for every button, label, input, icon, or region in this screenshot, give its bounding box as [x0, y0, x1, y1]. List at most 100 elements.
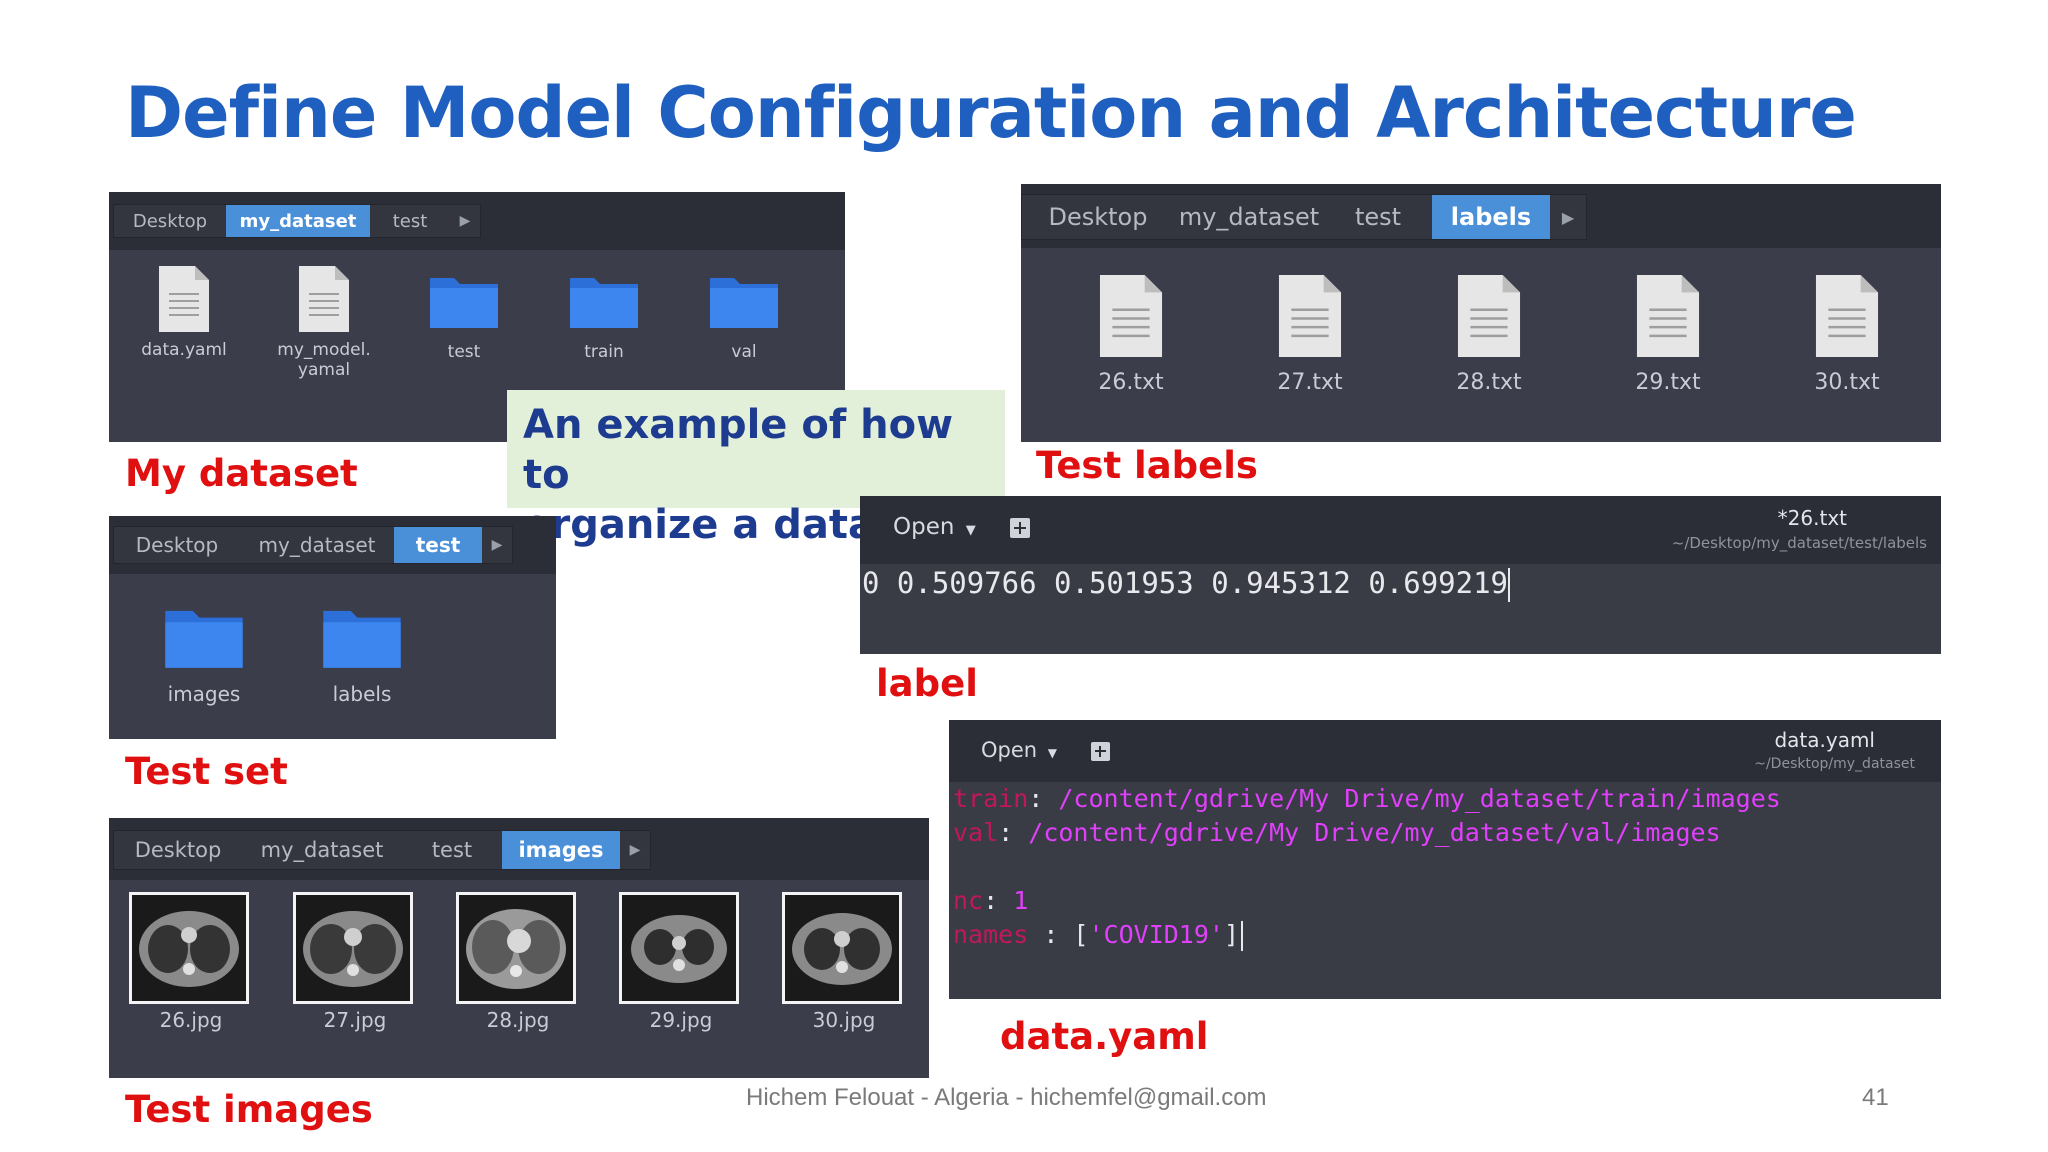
- folder-name: labels: [332, 682, 392, 706]
- chevron-right-icon[interactable]: ▶: [459, 213, 471, 229]
- folder-icon: [165, 610, 243, 668]
- file-item[interactable]: 29.txt: [1598, 272, 1738, 395]
- breadcrumb: Desktop my_dataset test images ▶: [113, 830, 651, 870]
- file-item[interactable]: 27.txt: [1240, 272, 1380, 395]
- file-name: 28.txt: [1456, 370, 1522, 395]
- editor-path: ~/Desktop/my_dataset: [1754, 756, 1915, 772]
- folder-item[interactable]: test: [409, 272, 519, 362]
- image-item[interactable]: 28.jpg: [456, 892, 580, 1032]
- crumb-my-dataset[interactable]: my_dataset: [1178, 203, 1320, 231]
- file-name: data.yaml: [141, 340, 227, 360]
- crumb-images[interactable]: images: [502, 831, 620, 869]
- crumb-desktop[interactable]: Desktop: [1048, 203, 1148, 231]
- yaml-key: names: [953, 920, 1029, 949]
- folder-icon: [430, 278, 498, 328]
- ct-scan-thumbnail: [293, 892, 413, 1004]
- chevron-right-icon[interactable]: ▶: [1561, 207, 1575, 227]
- file-item[interactable]: 30.txt: [1777, 272, 1917, 395]
- ct-scan-thumbnail: [782, 892, 902, 1004]
- chevron-right-icon[interactable]: ▶: [491, 537, 503, 553]
- crumb-test[interactable]: test: [392, 210, 428, 232]
- editor-content[interactable]: 0 0.509766 0.501953 0.945312 0.699219: [862, 566, 1511, 602]
- yaml-sep: :: [1028, 920, 1074, 949]
- yaml-line-names[interactable]: names : ['COVID19']: [953, 920, 1244, 951]
- open-button[interactable]: Open ▼: [893, 514, 976, 540]
- chevron-down-icon: ▼: [1047, 746, 1058, 760]
- yaml-value: 1: [1013, 886, 1029, 915]
- file-icon: [1815, 275, 1879, 357]
- folder-name: test: [447, 342, 481, 362]
- crumb-test[interactable]: test: [1354, 203, 1402, 231]
- yaml-line-val[interactable]: val: /content/gdrive/My Drive/my_dataset…: [953, 818, 1721, 847]
- yaml-line-train[interactable]: train: /content/gdrive/My Drive/my_datas…: [953, 784, 1781, 813]
- image-name: 29.jpg: [649, 1008, 713, 1032]
- footer-credit: Hichem Felouat - Algeria - hichemfel@gma…: [746, 1084, 1267, 1111]
- crumb-test[interactable]: test: [431, 838, 473, 862]
- ct-scan-thumbnail: [456, 892, 576, 1004]
- label-label: label: [876, 662, 978, 705]
- image-name: 26.jpg: [159, 1008, 223, 1032]
- yaml-value: /content/gdrive/My Drive/my_dataset/val/…: [1028, 818, 1721, 847]
- slide-title: Define Model Configuration and Architect…: [125, 72, 1857, 154]
- file-icon: [1636, 275, 1700, 357]
- crumb-desktop[interactable]: Desktop: [134, 838, 222, 862]
- crumb-desktop[interactable]: Desktop: [132, 210, 208, 232]
- yaml-line-nc[interactable]: nc: 1: [953, 886, 1028, 915]
- new-document-icon[interactable]: [1010, 518, 1030, 538]
- file-name-line2: yamal: [297, 360, 351, 380]
- folder-item[interactable]: images: [139, 604, 269, 706]
- folder-item[interactable]: labels: [297, 604, 427, 706]
- yaml-sep: :: [1028, 784, 1059, 813]
- text-editor-label: Open ▼ *26.txt ~/Desktop/my_dataset/test…: [860, 496, 1941, 654]
- crumb-labels[interactable]: labels: [1432, 195, 1550, 239]
- file-manager-images: Desktop my_dataset test images ▶ 26.jpg …: [109, 818, 929, 1078]
- label-line: 0 0.509766 0.501953 0.945312 0.699219: [862, 566, 1509, 600]
- file-manager-labels: Desktop my_dataset test labels ▶ 26.txt …: [1021, 184, 1941, 442]
- file-name: 27.txt: [1277, 370, 1343, 395]
- yaml-key: val: [953, 818, 999, 847]
- image-item[interactable]: 26.jpg: [129, 892, 253, 1032]
- open-button[interactable]: Open ▼: [981, 738, 1057, 762]
- ct-scan-thumbnail: [619, 892, 739, 1004]
- label-test-labels: Test labels: [1036, 444, 1258, 487]
- crumb-my-dataset[interactable]: my_dataset: [260, 838, 384, 862]
- yaml-key: nc: [953, 886, 984, 915]
- folder-item[interactable]: train: [549, 272, 659, 362]
- folder-name: val: [731, 342, 757, 362]
- breadcrumb: Desktop my_dataset test labels ▶: [1021, 194, 1587, 240]
- crumb-my-dataset[interactable]: my_dataset: [226, 205, 370, 237]
- breadcrumb: Desktop my_dataset test ▶: [113, 204, 481, 238]
- file-icon: [1457, 275, 1521, 357]
- callout-line-1: An example of how to: [523, 402, 954, 498]
- image-name: 28.jpg: [486, 1008, 550, 1032]
- file-item[interactable]: 28.txt: [1419, 272, 1559, 395]
- text-cursor: [1241, 921, 1244, 951]
- yaml-bracket-close: ]: [1223, 920, 1240, 949]
- file-item[interactable]: 26.txt: [1061, 272, 1201, 395]
- file-item[interactable]: data.yaml: [129, 264, 239, 360]
- crumb-my-dataset[interactable]: my_dataset: [258, 533, 376, 557]
- label-data-yaml: data.yaml: [1000, 1015, 1209, 1058]
- label-test-set: Test set: [125, 750, 288, 793]
- breadcrumb: Desktop my_dataset test ▶: [113, 526, 513, 564]
- yaml-key: train: [953, 784, 1029, 813]
- folder-item[interactable]: val: [689, 272, 799, 362]
- image-item[interactable]: 29.jpg: [619, 892, 743, 1032]
- label-test-images: Test images: [125, 1088, 373, 1131]
- callout-box: An example of how to organize a dataset: [507, 390, 1005, 548]
- crumb-desktop[interactable]: Desktop: [135, 533, 219, 557]
- page-number: 41: [1862, 1084, 1889, 1111]
- file-item[interactable]: my_model. yamal: [269, 264, 379, 380]
- file-name: 29.txt: [1635, 370, 1701, 395]
- folder-icon: [570, 278, 638, 328]
- image-item[interactable]: 30.jpg: [782, 892, 906, 1032]
- image-item[interactable]: 27.jpg: [293, 892, 417, 1032]
- file-icon: [1099, 275, 1163, 357]
- crumb-test[interactable]: test: [394, 527, 482, 563]
- yaml-value: 'COVID19': [1088, 920, 1224, 949]
- folder-name: train: [584, 342, 624, 362]
- new-document-icon[interactable]: [1091, 742, 1110, 761]
- file-name: 26.txt: [1098, 370, 1164, 395]
- chevron-right-icon[interactable]: ▶: [629, 842, 641, 858]
- label-my-dataset: My dataset: [125, 452, 358, 495]
